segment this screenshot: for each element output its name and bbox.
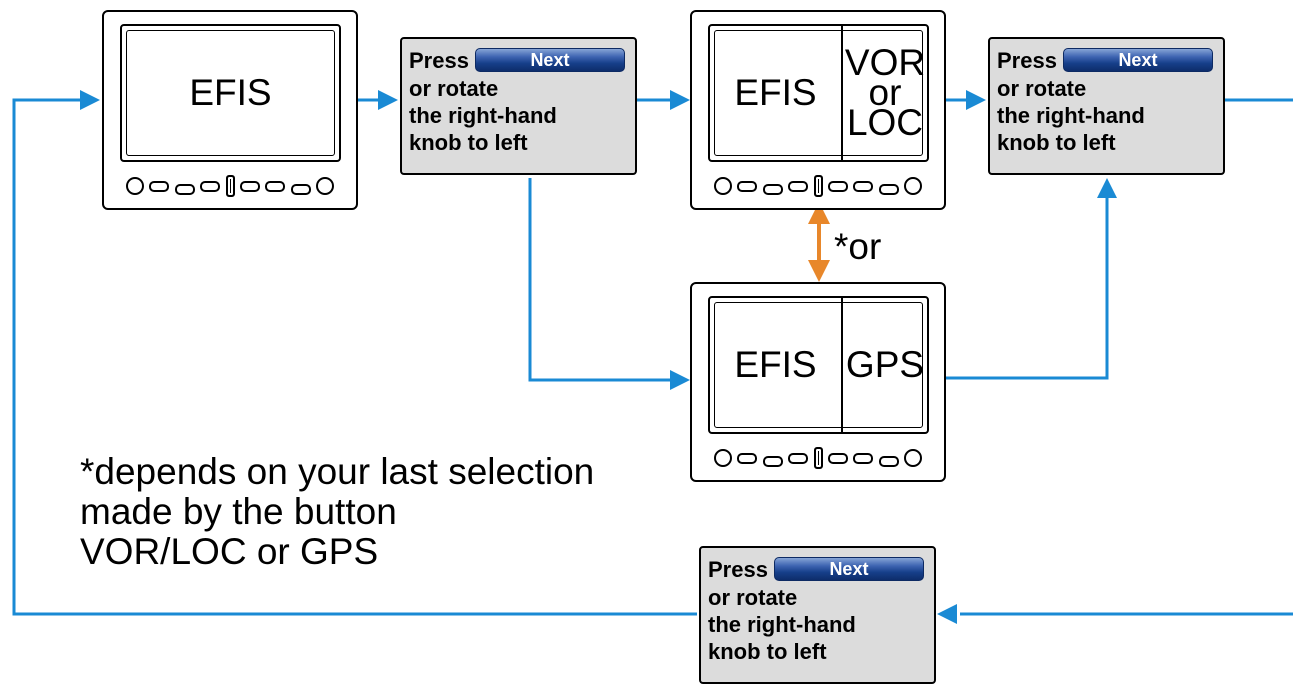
bezel-key bbox=[853, 452, 874, 464]
bezel-key bbox=[762, 183, 783, 195]
instruction-line-1: or rotate bbox=[409, 76, 499, 101]
bezel-key bbox=[853, 180, 874, 192]
instruction-callout: Press Next or rotate the right-hand knob… bbox=[699, 546, 936, 684]
instruction-line-3: knob to left bbox=[708, 639, 827, 664]
press-label: Press bbox=[409, 47, 469, 73]
display-screen: EFIS GPS bbox=[708, 296, 929, 434]
footnote-line-1: *depends on your last selection bbox=[80, 451, 595, 492]
knob-left bbox=[126, 177, 144, 195]
control-strip bbox=[714, 445, 922, 471]
bezel-key bbox=[737, 180, 758, 192]
bezel-key bbox=[149, 180, 170, 192]
screen-pane-efis: EFIS bbox=[734, 344, 817, 385]
display-unit-efis: EFIS bbox=[102, 10, 358, 210]
next-button[interactable]: Next bbox=[1062, 48, 1213, 72]
bezel-key bbox=[878, 455, 899, 467]
bezel-key bbox=[762, 455, 783, 467]
knob-left bbox=[714, 449, 732, 467]
instruction-line-2: the right-hand bbox=[409, 103, 557, 128]
footnote-line-3: VOR/LOC or GPS bbox=[80, 531, 379, 572]
alternative-double-arrow bbox=[808, 202, 830, 282]
display-screen: EFIS VOR or LOC bbox=[708, 24, 929, 162]
arrowhead-into-instruction bbox=[378, 90, 398, 110]
knob-right bbox=[316, 177, 334, 195]
footnote-line-2: made by the button bbox=[80, 491, 397, 532]
instruction-line-2: the right-hand bbox=[997, 103, 1145, 128]
center-switch bbox=[813, 175, 823, 197]
screen-pane-vor-loc: VOR or LOC bbox=[841, 26, 927, 160]
bezel-key bbox=[174, 183, 195, 195]
bezel-key bbox=[827, 180, 848, 192]
instruction-line-2: the right-hand bbox=[708, 612, 856, 637]
instruction-line-1: or rotate bbox=[708, 585, 798, 610]
center-switch bbox=[225, 175, 235, 197]
screen-pane-efis: EFIS bbox=[189, 72, 272, 113]
instruction-callout: Press Next or rotate the right-hand knob… bbox=[988, 37, 1225, 175]
display-unit-efis-vor-loc: EFIS VOR or LOC bbox=[690, 10, 946, 210]
instruction-line-1: or rotate bbox=[997, 76, 1087, 101]
return-line-to-start bbox=[12, 98, 697, 616]
bezel-key bbox=[788, 452, 809, 464]
bezel-key bbox=[737, 452, 758, 464]
control-strip bbox=[714, 173, 922, 199]
bezel-key bbox=[265, 180, 286, 192]
arrowhead-into-bottom-instruction bbox=[937, 604, 957, 624]
bezel-key bbox=[878, 183, 899, 195]
arrowhead-into-efis bbox=[80, 90, 100, 110]
control-strip bbox=[126, 173, 334, 199]
arrowhead-into-vor-loc bbox=[670, 90, 690, 110]
arrowhead-up-into-instruction-2 bbox=[1097, 178, 1117, 198]
screen-pane-gps: GPS bbox=[841, 298, 927, 432]
arrowhead-into-instruction-2 bbox=[966, 90, 986, 110]
display-unit-efis-gps: EFIS GPS bbox=[690, 282, 946, 482]
bezel-key bbox=[239, 180, 260, 192]
knob-right bbox=[904, 449, 922, 467]
arrow-instruction-to-gps bbox=[528, 178, 672, 382]
bezel-key bbox=[788, 180, 809, 192]
knob-left bbox=[714, 177, 732, 195]
press-label: Press bbox=[708, 556, 768, 582]
bezel-key bbox=[827, 452, 848, 464]
display-screen: EFIS bbox=[120, 24, 341, 162]
next-button[interactable]: Next bbox=[773, 557, 924, 581]
footnote: *depends on your last selection made by … bbox=[80, 452, 640, 572]
press-label: Press bbox=[997, 47, 1057, 73]
instruction-line-3: knob to left bbox=[409, 130, 528, 155]
next-button[interactable]: Next bbox=[474, 48, 625, 72]
instruction-line-3: knob to left bbox=[997, 130, 1116, 155]
instruction-callout: Press Next or rotate the right-hand knob… bbox=[400, 37, 637, 175]
arrow-gps-to-instruction bbox=[946, 196, 1109, 380]
screen-pane-efis: EFIS bbox=[734, 72, 817, 113]
alternative-label: *or bbox=[834, 226, 882, 267]
center-switch bbox=[813, 447, 823, 469]
bezel-key bbox=[200, 180, 221, 192]
bezel-key bbox=[290, 183, 311, 195]
arrowhead-into-gps bbox=[670, 370, 690, 390]
knob-right bbox=[904, 177, 922, 195]
